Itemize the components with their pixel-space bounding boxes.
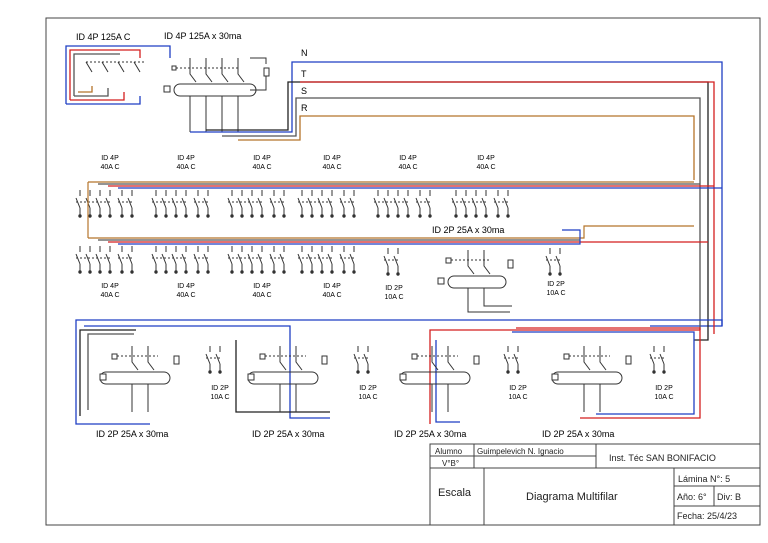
- bus-label-s: S: [301, 86, 307, 96]
- row2-breaker-group: ID 4P 40A C ID 4P 40A C ID 4P 40A C ID 4P 40A C…: [75, 246, 566, 301]
- bottom-small-label-3-line2: 10A C: [508, 394, 527, 401]
- row1-breaker-label-1-line1: ID 4P: [101, 155, 119, 162]
- row2-breaker-label-3-line2: 40A C: [252, 292, 271, 299]
- row2-breaker-2: [151, 246, 188, 274]
- drawing-frame: [45, 17, 761, 526]
- row2-subbreaker-1: [117, 246, 134, 274]
- row2-breaker-label-3-line1: ID 4P: [253, 283, 271, 290]
- fecha: Fecha: 25/4/23: [677, 511, 737, 521]
- row1-breaker-label-2-line2: 40A C: [176, 164, 195, 171]
- anio: Año: 6°: [677, 492, 707, 502]
- bottom-rcd-label-4: ID 2P 25A x 30ma: [542, 429, 614, 439]
- main-bus-lines: [190, 61, 723, 341]
- row1-breaker-label-6-line2: 40A C: [476, 164, 495, 171]
- row2-breaker-5: [383, 248, 400, 276]
- row1-subbreaker-3: [269, 190, 286, 218]
- bottom-rcd-label-3: ID 2P 25A x 30ma: [394, 429, 466, 439]
- bottom-small-label-4-line1: ID 2P: [655, 385, 673, 392]
- bottom-small-label-1-line1: ID 2P: [211, 385, 229, 392]
- main-breaker-4p: [85, 61, 146, 73]
- bottom-small-breaker-2: [353, 346, 370, 374]
- bus-label-t: T: [301, 69, 307, 79]
- bottom-small-label-2-line2: 10A C: [358, 394, 377, 401]
- bottom-small-label-4-line2: 10A C: [654, 394, 673, 401]
- row1-breaker-4: [297, 190, 334, 218]
- row2-breaker-1: [75, 246, 112, 274]
- row2-breaker-4: [297, 246, 334, 274]
- row1-breaker-label-4-line1: ID 4P: [323, 155, 341, 162]
- row2-breaker-label-5-line2: 10A C: [384, 294, 403, 301]
- row1-breaker-label-6-line1: ID 4P: [477, 155, 495, 162]
- row2-rcd-device: [437, 250, 514, 313]
- row2-breaker-label-4-line2: 40A C: [322, 292, 341, 299]
- row2-breaker-label-6-line1: ID 2P: [547, 281, 565, 288]
- row2-breaker-6: [545, 248, 562, 276]
- row1-breaker-label-3-line1: ID 4P: [253, 155, 271, 162]
- row1-breaker-label-1-line2: 40A C: [100, 164, 119, 171]
- div: Div: B: [717, 492, 741, 502]
- institution: Inst. Téc SAN BONIFACIO: [609, 453, 716, 463]
- lamina: Lámina N°: 5: [678, 474, 730, 484]
- row2-breaker-label-5-line1: ID 2P: [385, 285, 403, 292]
- bottom-rcd-3: [399, 346, 480, 412]
- row2-breaker-label-1-line2: 40A C: [100, 292, 119, 299]
- row1-breaker-2: [151, 190, 188, 218]
- row1-breaker-label-2-line1: ID 4P: [177, 155, 195, 162]
- bottom-rcd-label-2: ID 2P 25A x 30ma: [252, 429, 324, 439]
- bottom-small-breaker-1: [205, 346, 222, 374]
- bottom-rcd-group: [99, 346, 632, 412]
- alumno-label: Alumno: [435, 447, 463, 456]
- row1-subbreaker-4: [339, 190, 356, 218]
- row1-subbreaker-2: [193, 190, 210, 218]
- bottom-small-breaker-4: [649, 346, 666, 374]
- vb-label: V°B°: [442, 459, 459, 468]
- bottom-small-breaker-group: ID 2P 10A C ID 2P 10A C ID 2P 10A C ID 2P 10A C: [205, 346, 674, 401]
- bottom-small-breaker-3: [503, 346, 520, 374]
- row2-rcd-label: ID 2P 25A x 30ma: [432, 225, 504, 235]
- row1-subbreaker-1: [117, 190, 134, 218]
- drawing-title: Diagrama Multifilar: [526, 491, 618, 503]
- row1-breaker-6: [451, 190, 488, 218]
- bus-label-n: N: [301, 48, 308, 58]
- row1-breaker-3: [227, 190, 264, 218]
- row2-breaker-label-2-line2: 40A C: [176, 292, 195, 299]
- row1-busbars: [88, 181, 722, 189]
- main-feed-wiring: [65, 45, 171, 105]
- row2-subbreaker-4: [339, 246, 356, 274]
- row1-breaker-group: ID 4P 40A C ID 4P 40A C ID 4P 40A C ID 4P 40A C…: [75, 155, 510, 218]
- row2-breaker-3: [227, 246, 264, 274]
- title-block: [429, 443, 761, 526]
- main-rcd-4p: [163, 57, 270, 132]
- bottom-rcd-1: [99, 346, 180, 412]
- bottom-small-label-3-line1: ID 2P: [509, 385, 527, 392]
- row1-breaker-label-3-line2: 40A C: [252, 164, 271, 171]
- row2-subbreaker-2: [193, 246, 210, 274]
- row1-breaker-label-4-line2: 40A C: [322, 164, 341, 171]
- escala-label: Escala: [438, 487, 472, 499]
- bottom-small-label-2-line1: ID 2P: [359, 385, 377, 392]
- row2-breaker-label-2-line1: ID 4P: [177, 283, 195, 290]
- row2-busbars: [87, 182, 708, 245]
- row1-subbreaker-5: [415, 190, 432, 218]
- bus-label-r: R: [301, 103, 308, 113]
- row2-breaker-label-1-line1: ID 4P: [101, 283, 119, 290]
- row2-breaker-label-6-line2: 10A C: [546, 290, 565, 297]
- row1-breaker-5: [373, 190, 410, 218]
- bottom-feeder-wiring: [75, 319, 723, 425]
- row1-breaker-1: [75, 190, 112, 218]
- row2-breaker-label-4-line1: ID 4P: [323, 283, 341, 290]
- row1-subbreaker-6: [493, 190, 510, 218]
- bottom-rcd-2: [247, 346, 328, 412]
- main-rcd-label: ID 4P 125A x 30ma: [164, 31, 241, 41]
- row1-breaker-label-5-line1: ID 4P: [399, 155, 417, 162]
- bottom-rcd-4: [551, 346, 632, 412]
- alumno-value: Guimpelevich N. Ignacio: [477, 447, 564, 456]
- bottom-small-label-1-line2: 10A C: [210, 394, 229, 401]
- row1-breaker-label-5-line2: 40A C: [398, 164, 417, 171]
- bottom-rcd-label-1: ID 2P 25A x 30ma: [96, 429, 168, 439]
- row2-subbreaker-3: [269, 246, 286, 274]
- main-breaker-label: ID 4P 125A C: [76, 32, 131, 42]
